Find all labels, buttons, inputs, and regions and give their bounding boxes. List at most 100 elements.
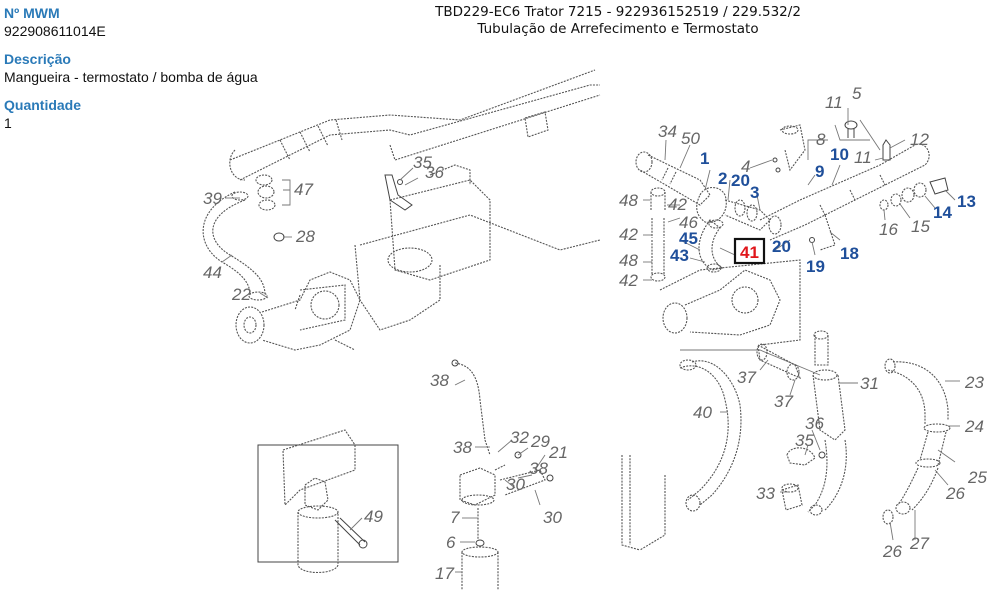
dashed-outline-right [680,349,821,376]
callout-37[interactable]: 37 [774,392,793,411]
callout-2[interactable]: 2 [718,169,727,188]
long-coolant-pipe-drawing [229,69,601,181]
hose-37-drawing [756,343,801,381]
callout-21[interactable]: 21 [548,443,568,462]
mwm-number-value: 922908611014E [4,23,106,39]
highlighted-part-box [733,237,766,265]
callout-32[interactable]: 32 [510,428,529,447]
callout-48[interactable]: 48 [619,251,638,270]
callout-22[interactable]: 22 [231,285,251,304]
callout-26[interactable]: 26 [945,484,965,503]
callout-1[interactable]: 1 [700,149,709,168]
plug-28-drawing [273,232,285,242]
callout-26[interactable]: 26 [882,542,902,561]
callout-35[interactable]: 35 [413,153,432,172]
description-value: Mangueira - termostato / bomba de água [4,69,258,85]
callout-27[interactable]: 27 [909,534,929,553]
thermostat-housing-drawing [696,186,771,231]
oil-filter-17-drawing [461,539,499,590]
callout-36[interactable]: 36 [805,414,824,433]
description-label: Descrição [4,51,71,67]
callout-23[interactable]: 23 [964,373,984,392]
callout-33[interactable]: 33 [756,484,775,503]
callout-13[interactable]: 13 [957,192,976,211]
callout-30[interactable]: 30 [506,475,525,494]
callout-35[interactable]: 35 [795,431,814,450]
callout-labels: 34 50 1 2 20 3 4 8 9 10 11 5 12 11 13 14… [203,84,987,583]
callout-49[interactable]: 49 [364,507,383,526]
callout-37[interactable]: 37 [737,368,756,387]
distribution-pipe-10-drawing [759,143,930,241]
inlet-pipe-34-drawing [635,151,711,206]
callout-24[interactable]: 24 [964,417,984,436]
callout-12[interactable]: 12 [910,130,929,149]
callout-28[interactable]: 28 [295,227,315,246]
callout-43[interactable]: 43 [670,246,689,265]
callout-20[interactable]: 20 [772,237,791,256]
diagram-title-line1: TBD229-EC6 Trator 7215 - 922936152519 / … [435,4,801,20]
callout-39[interactable]: 39 [203,189,222,208]
callout-4[interactable]: 4 [741,157,750,176]
callout-44[interactable]: 44 [203,263,222,282]
callout-42[interactable]: 42 [619,225,638,244]
quantity-value: 1 [4,115,12,131]
callout-11[interactable]: 11 [825,93,843,112]
callout-38[interactable]: 38 [430,371,449,390]
callout-5[interactable]: 5 [852,84,862,103]
callout-30[interactable]: 30 [543,508,562,527]
callout-42[interactable]: 42 [619,271,638,290]
callout-8[interactable]: 8 [816,130,826,149]
quantity-label: Quantidade [4,97,82,113]
callout-7[interactable]: 7 [450,508,460,527]
callout-9[interactable]: 9 [815,162,824,181]
diagram-title: TBD229-EC6 Trator 7215 - 922936152519 / … [398,4,838,38]
callout-46[interactable]: 46 [679,213,698,232]
callout-29[interactable]: 29 [530,432,550,451]
lower-hose-44-drawing [202,191,268,301]
water-pump-right-drawing [659,259,801,346]
callout-41-highlighted[interactable]: 41 [740,243,759,262]
callout-31[interactable]: 31 [860,374,879,393]
callout-6[interactable]: 6 [446,533,456,552]
bracket-8-drawing [772,124,806,173]
filter-head-drawing [459,451,554,540]
sensor-12-drawing [882,139,891,161]
callout-16[interactable]: 16 [879,220,898,239]
callout-15[interactable]: 15 [911,217,930,236]
mwm-number-label: Nº MWM [4,5,60,21]
callout-50[interactable]: 50 [681,129,700,148]
inset-box-filter [257,429,399,574]
o-rings-47-drawing [255,174,276,211]
cap-5-drawing [844,120,858,138]
radiator-drawing [621,455,666,551]
bracket-35-36-drawing [384,174,413,211]
water-pump-left-drawing [235,271,361,351]
callout-10[interactable]: 10 [830,145,849,164]
bypass-pipe-48-drawing [650,187,666,282]
callout-3[interactable]: 3 [750,183,759,202]
tube-31-drawing [807,330,847,516]
engine-block-drawing [299,164,601,331]
callout-18[interactable]: 18 [840,244,859,263]
callout-17[interactable]: 17 [435,564,454,583]
thermostat-hose-41-drawing [698,219,724,273]
callout-36[interactable]: 36 [425,163,444,182]
callout-45[interactable]: 45 [679,229,698,248]
callout-34[interactable]: 34 [658,122,677,141]
callout-47[interactable]: 47 [294,180,313,199]
diagram-title-line2: Tubulação de Arrefecimento e Termostato [477,21,759,37]
sleeve-33-drawing [781,483,803,511]
callout-42[interactable]: 42 [668,195,687,214]
hose-40-drawing [679,359,742,512]
callout-11[interactable]: 11 [854,148,872,167]
callout-14[interactable]: 14 [933,203,952,222]
callout-19[interactable]: 19 [806,257,825,276]
callout-38[interactable]: 38 [453,438,472,457]
dipstick-38-drawing [451,359,491,456]
callout-48[interactable]: 48 [619,191,638,210]
callout-20[interactable]: 20 [731,171,750,190]
callout-40[interactable]: 40 [693,403,712,422]
callout-25[interactable]: 25 [967,468,987,487]
callout-38[interactable]: 38 [529,459,548,478]
